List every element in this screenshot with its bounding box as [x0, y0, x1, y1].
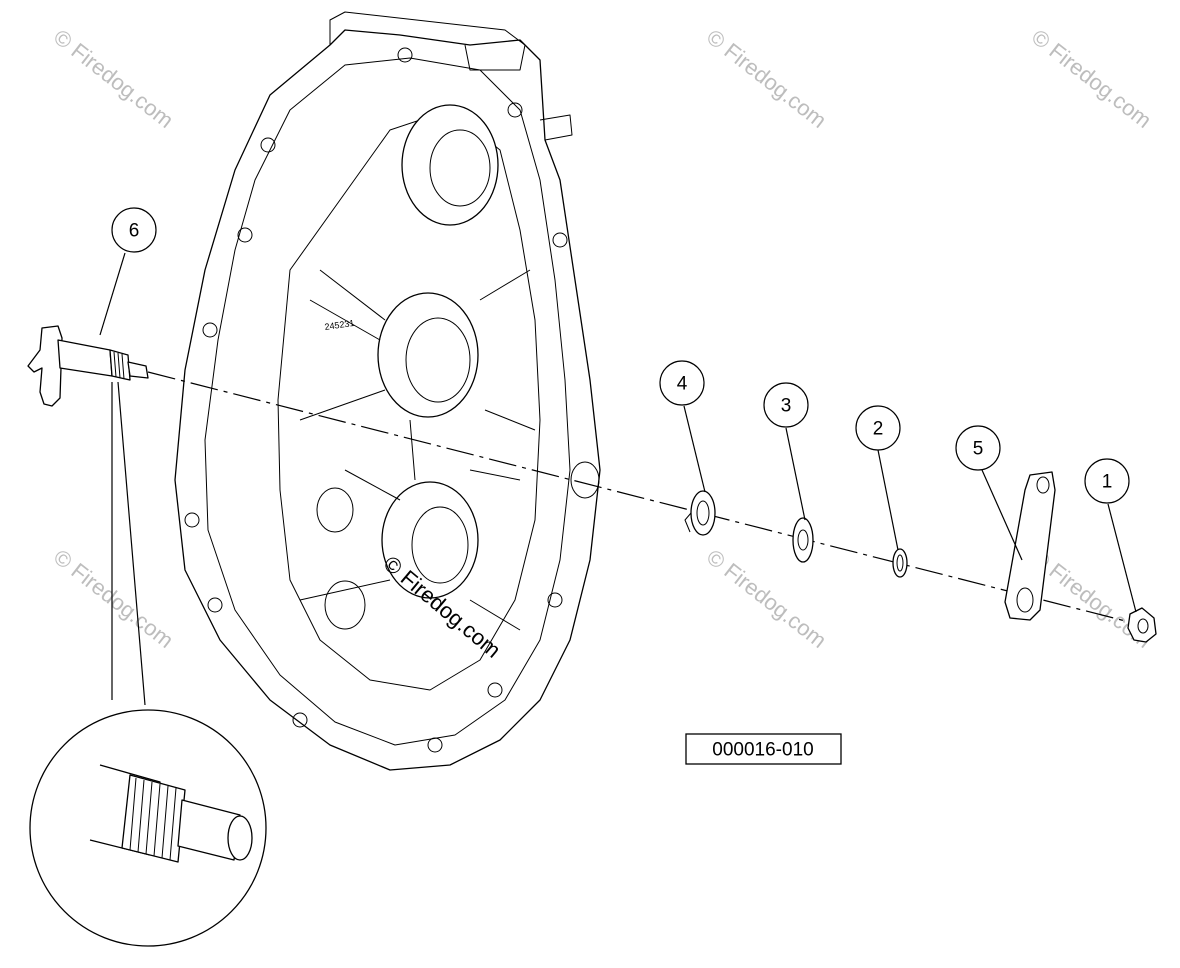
diagram-reference-code-text: 000016-010 [712, 740, 813, 761]
watermark-top-right: © Firedog.com [1027, 24, 1156, 133]
part-4-oil-seal [684, 490, 716, 536]
watermark-mid-center: © Firedog.com [702, 544, 831, 653]
part-6-shift-shaft [27, 325, 149, 407]
part-3-flat-washer [792, 517, 814, 563]
leader-5 [981, 469, 1023, 561]
callout-6: 6 [111, 207, 157, 253]
callout-6-label: 6 [129, 221, 140, 242]
housing-bolt-holes [184, 47, 568, 753]
housing-bearing-bores [316, 104, 600, 630]
callout-4-label: 4 [677, 374, 688, 395]
callout-1: 1 [1084, 458, 1130, 504]
callout-4: 4 [659, 360, 705, 406]
part-1-flange-nut [1127, 607, 1157, 643]
part-2-retaining-ring [892, 548, 908, 578]
callout-5: 5 [955, 425, 1001, 471]
leader-6 [99, 252, 126, 336]
callout-leaders [99, 252, 1137, 613]
leader-4 [683, 405, 706, 493]
leader-3 [785, 427, 806, 521]
leader-2 [877, 449, 899, 551]
callout-2: 2 [855, 405, 901, 451]
callout-1-label: 1 [1102, 472, 1113, 493]
inset-leader-right [117, 381, 146, 706]
watermark-top-left: © Firedog.com [49, 24, 178, 133]
callout-3-label: 3 [781, 396, 792, 417]
callout-3: 3 [763, 382, 809, 428]
assembly-axis [147, 371, 1146, 627]
diagram-reference-code: 000016-010 [685, 733, 842, 765]
shaft-detail-inset [29, 709, 267, 947]
watermark-mid-left: © Firedog.com [49, 544, 178, 653]
housing-part-stamp: 245231 [324, 318, 355, 332]
transmission-housing-cover: 245231 [174, 11, 601, 771]
callout-5-label: 5 [973, 439, 984, 460]
part-5-shift-arm [1004, 471, 1056, 621]
housing-ribs [299, 269, 536, 631]
callout-2-label: 2 [873, 419, 884, 440]
leader-1 [1107, 503, 1137, 613]
watermark-top-center: © Firedog.com [702, 24, 831, 133]
